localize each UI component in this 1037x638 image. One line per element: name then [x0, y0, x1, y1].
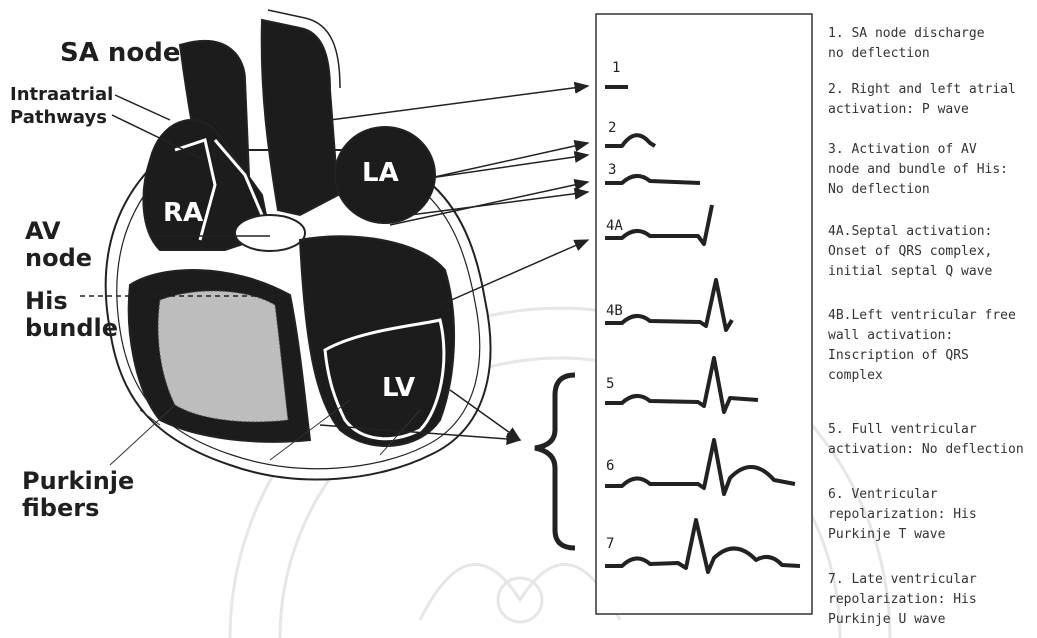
description-7: 7. Late ventricular repolarization: His … [828, 570, 1033, 630]
panel-label-4a: 4A [606, 218, 623, 234]
panel-label-5: 5 [606, 376, 614, 392]
panel-label-7: 7 [606, 536, 614, 552]
intraatrial-pathways-label: Intraatrial Pathways [10, 84, 113, 129]
av-node-region [235, 215, 305, 251]
la-label: LA [362, 160, 399, 187]
panel-label-4b: 4B [606, 303, 623, 319]
sa-node-label: SA node [60, 40, 181, 67]
panel-label-6: 6 [606, 458, 614, 474]
description-4a: 4A.Septal activation: Onset of QRS compl… [828, 222, 1033, 282]
description-2: 2. Right and left atrial activation: P w… [828, 80, 1033, 120]
panel-label-2: 2 [608, 120, 616, 136]
description-4b: 4B.Left ventricular free wall activation… [828, 306, 1033, 386]
purkinje-fibers-label: Purkinje fibers [22, 468, 134, 522]
heart-illustration [80, 10, 490, 479]
description-3: 3. Activation of AV node and bundle of H… [828, 140, 1033, 200]
av-node-label: AV node [25, 218, 92, 272]
ecg-panel [596, 14, 812, 614]
ra-label: RA [163, 200, 203, 227]
description-1: 1. SA node discharge no deflection [828, 24, 1033, 64]
description-6: 6. Ventricular repolarization: His Purki… [828, 485, 1033, 545]
his-bundle-label: His bundle [25, 288, 118, 342]
panel-label-1: 1 [612, 60, 620, 76]
lv-label: LV [382, 375, 415, 402]
description-5: 5. Full ventricular activation: No defle… [828, 420, 1033, 460]
panel-label-3: 3 [608, 162, 616, 178]
great-vessel-left [262, 20, 338, 215]
curly-brace [535, 375, 575, 548]
